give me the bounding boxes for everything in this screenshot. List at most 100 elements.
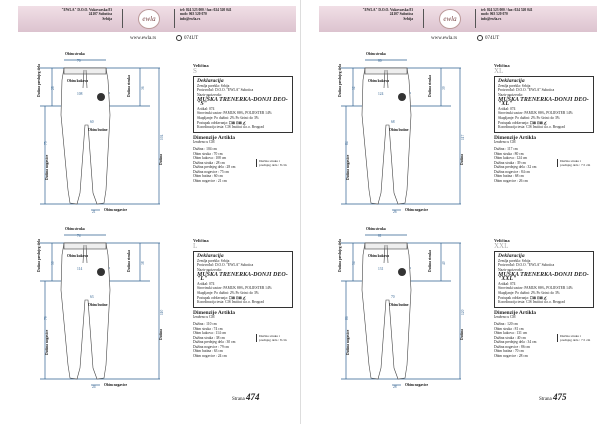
dim-label: Dužina nogavice: [45, 154, 49, 180]
dim-label: 28: [393, 385, 397, 389]
dim-label: Dužina prednjeg dela: [37, 239, 41, 272]
care-label: Postupak održavanja:: [498, 120, 529, 125]
declaration-box: Deklaracija Zemlja porekla: Srbija Proiz…: [494, 251, 594, 308]
dimension-line: Dužina nogavice : 75 cm: [193, 169, 229, 174]
dim-label: 68: [391, 120, 395, 124]
dim-label: Obim struka: [366, 227, 386, 231]
care-label: Postupak održavanja:: [197, 120, 228, 125]
shrinkage: Skupljanje: Po dužini: 2% Po širini: do …: [498, 115, 560, 120]
testing: Koordinacija testa: CIS Institut d.o.o. …: [197, 300, 264, 305]
dim-label: 79: [44, 316, 48, 320]
dim-label: 70: [391, 295, 395, 299]
dim-label: Dužina struka: [127, 250, 131, 272]
dim-label: Dužina: [159, 329, 163, 340]
care-symbols-icon: ☐⊠ ⊡⊠ △̸: [228, 120, 246, 125]
testing: Koordinacija testa: CIS Institut d.o.o. …: [498, 125, 565, 130]
product-info: Veličina L Deklaracija Zemlja porekla: S…: [193, 238, 293, 359]
declaration-title: Deklaracija: [498, 253, 525, 260]
dim-label: 80: [378, 59, 382, 63]
care-symbols-icon: ☐⊠ ⊡⊠ △̸: [529, 295, 547, 300]
dimension-note: Dužina struka i prednjeg dela : 8 cm: [256, 158, 290, 167]
dim-label: Obim kukova: [368, 79, 389, 83]
dim-label: 114: [77, 267, 82, 271]
declaration-box: Deklaracija Zemlja porekla: Srbija Proiz…: [494, 76, 594, 133]
divider: [423, 9, 424, 28]
dimension-line: Dužina nogavice : 79 cm: [193, 344, 229, 349]
page-number: Strana 474: [232, 392, 260, 402]
dimension-line: Obim kukova : 114 cm: [193, 331, 227, 336]
dim-label: Obim struka: [65, 227, 85, 231]
dimension-line: Dužina : 120 cm: [494, 321, 518, 326]
model-code: 074UT: [176, 35, 198, 41]
size-value: XL: [494, 66, 504, 75]
dim-label: 40: [442, 261, 446, 265]
product-label: Naziv proizvoda:: [197, 267, 222, 272]
dim-label: Dužina struka: [428, 250, 432, 272]
dimension-line: Obim nogavice : 24 cm: [193, 354, 227, 359]
dimension-note: Dužina struka i prednjeg dela : 8 cm: [256, 333, 290, 342]
dim-label: Dužina struka: [428, 75, 432, 97]
product-info: Veličina S Deklaracija Zemlja porekla: S…: [193, 63, 293, 184]
dimensions-unit: Izraženo u CM: [494, 140, 516, 145]
dimension-line: Dužina : 117 cm: [494, 146, 518, 151]
dim-label: Obim nogavice: [104, 383, 127, 387]
product-name: MUŠKA TRENERKA-DONJI DEO-"XXL": [498, 271, 589, 283]
dim-label: 117: [461, 135, 465, 140]
dim-label: 30: [51, 261, 55, 265]
divider: [475, 9, 476, 28]
shrinkage: Skupljanje: Po dužini: 2% Po širini: do …: [197, 290, 259, 295]
dim-label: 63: [90, 295, 94, 299]
dim-label: 34: [352, 261, 356, 265]
product-name: MUŠKA TRENERKA-DONJI DEO-"S": [197, 96, 288, 108]
dim-label: 32: [352, 86, 356, 90]
dim-label: 120: [461, 309, 465, 315]
dim-label: Dužina: [460, 329, 464, 340]
dim-label: Dužina struka: [127, 75, 131, 97]
care: Postupak održavanja: ☐⊠ ⊡⊠ △̸: [498, 296, 590, 301]
article: Artikal: 074: [498, 281, 516, 286]
dimension-line: Dužina prednjeg dela : 32 cm: [494, 165, 537, 170]
care-symbols-icon: ☐⊠ ⊡⊠ △̸: [228, 295, 246, 300]
dim-label: 26: [393, 210, 397, 214]
dim-label: 74: [77, 234, 81, 238]
dim-label: 24: [92, 385, 96, 389]
dimension-line: Dužina prednjeg dela : 30 cm: [193, 340, 236, 345]
dimensions-title: Dimenzije Artikla: [193, 309, 236, 316]
dim-label: 108: [77, 92, 83, 96]
dim-label: Obim butine: [389, 303, 409, 307]
dim-label: 60: [90, 120, 94, 124]
dimension-line: Obim struka : 81 cm: [494, 326, 524, 331]
dim-label: Obim struka: [366, 52, 386, 56]
dimension-line: Obim nogavice : 21 cm: [193, 179, 227, 184]
composition: Sirovinski sastav: PAMUK 86%, POLIESTER …: [498, 111, 573, 116]
declaration-title: Deklaracija: [197, 253, 224, 260]
dimension-line: Dužina nogavice : 84 cm: [494, 169, 530, 174]
dim-label: 70: [77, 59, 81, 63]
dimension-line: Dužina struka : 28 cm: [193, 160, 225, 165]
dim-label: 81: [378, 234, 382, 238]
origin: Zemlja porekla: Srbija: [498, 83, 531, 88]
article: Artikal: 074: [498, 106, 516, 111]
dimension-line: Obim struka : 74 cm: [193, 326, 223, 331]
product-label: Naziv proizvoda:: [498, 267, 523, 272]
dim-label: Dužina prednjeg dela: [37, 64, 41, 97]
page-number: Strana 475: [539, 392, 567, 402]
website-link[interactable]: www.ewla.rs: [431, 36, 458, 41]
shrinkage: Skupljanje: Po dužini: 2% Po širini: do …: [498, 290, 560, 295]
dimension-line: Obim butina : 60 cm: [193, 174, 223, 179]
dim-label: Obim nogavice: [405, 208, 428, 212]
care: Postupak održavanja: ☐⊠ ⊡⊠ △̸: [197, 121, 289, 126]
dimensions-unit: Izraženo u CM: [494, 315, 516, 320]
dim-label: 84: [345, 141, 349, 145]
product-info: Veličina XL Deklaracija Zemlja porekla: …: [494, 63, 594, 184]
model-code: 074UT: [477, 35, 499, 41]
dim-label: Obim struka: [65, 52, 85, 56]
dimension-line: Dužina prednjeg dela : 34 cm: [494, 340, 537, 345]
dimensions-title: Dimenzije Artikla: [494, 309, 537, 316]
website-link[interactable]: www.ewla.rs: [130, 36, 157, 41]
